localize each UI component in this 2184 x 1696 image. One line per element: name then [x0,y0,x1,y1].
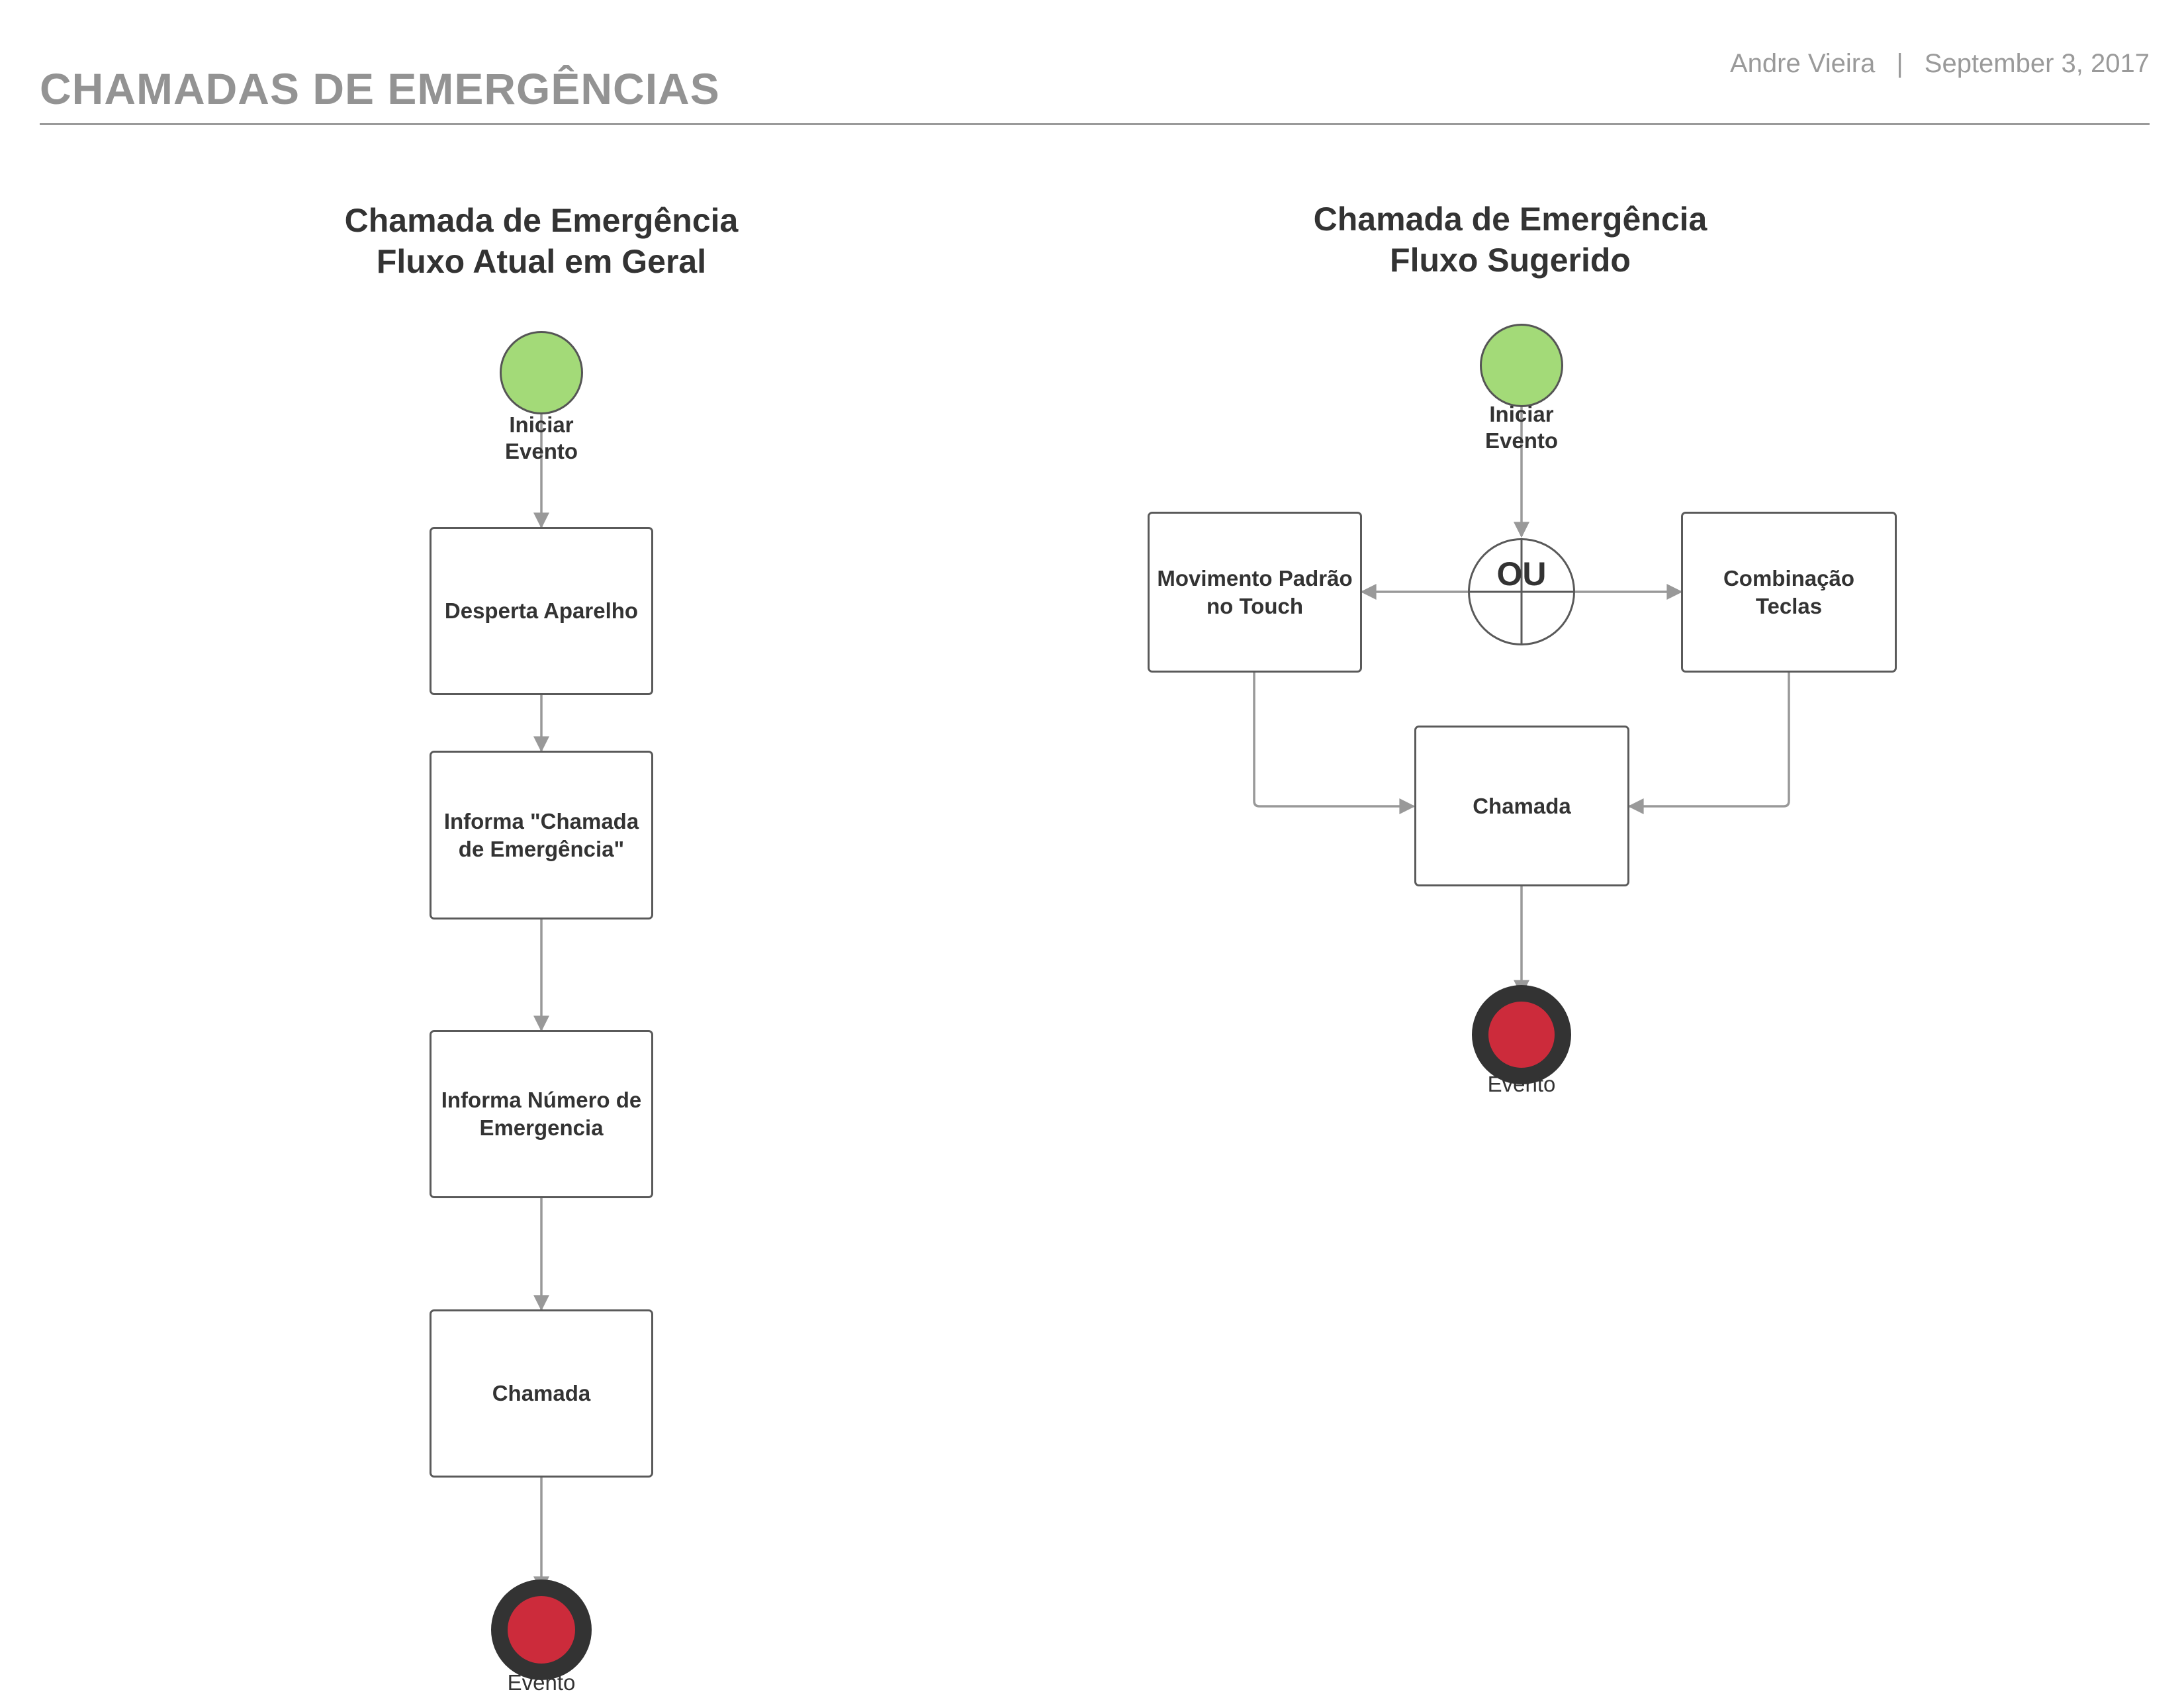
step-informa-chamada: Informa "Chamada de Emergência" [430,751,653,919]
right-title-line1: Chamada de Emergência [1313,201,1707,238]
step-chamada-left-label: Chamada [492,1381,591,1405]
or-gateway-crosshair [1467,538,1575,645]
option-movimento-padrao-label: Movimento Padrão no Touch [1157,565,1353,618]
right-end-event [1472,985,1571,1084]
document-date: September 3, 2017 [1924,49,2150,78]
option-combinacao-teclas: Combinação Teclas [1681,512,1897,673]
right-title-line2: Fluxo Sugerido [1390,242,1631,279]
right-start-event-label: Iniciar Evento [1422,401,1621,454]
step-chamada-right: Chamada [1414,726,1629,886]
left-start-event [500,331,583,414]
right-diagram-title: Chamada de Emergência Fluxo Sugerido [1179,199,1841,281]
or-gateway-label: OU [1496,555,1547,592]
left-start-event-label: Iniciar Evento [442,412,641,465]
left-start-label-line2: Evento [504,439,578,463]
connector-combinacao-to-chamada [1627,673,1790,814]
right-end-event-label: Evento [1487,1072,1556,1096]
step-chamada-left: Chamada [430,1309,653,1478]
right-start-label-line2: Evento [1484,428,1559,453]
step-chamada-right-label: Chamada [1473,793,1571,818]
step-informa-numero-label: Informa Número de Emergencia [441,1088,642,1140]
left-end-event-label: Evento [507,1670,576,1695]
right-start-event [1480,324,1563,407]
author-name: Andre Vieira [1729,49,1876,78]
left-title-line2: Fluxo Atual em Geral [376,243,707,280]
document-title: CHAMADAS DE EMERGÊNCIAS [40,64,720,113]
connector-movimento-to-chamada [1253,673,1416,814]
step-desperta-aparelho-label: Desperta Aparelho [444,598,639,623]
right-start-label-line1: Iniciar [1489,402,1554,426]
step-informa-chamada-label: Informa "Chamada de Emergência" [443,808,639,861]
header-divider [40,123,2150,125]
step-informa-numero: Informa Número de Emergencia [430,1030,653,1198]
left-start-label-line1: Iniciar [509,412,574,437]
option-movimento-padrao: Movimento Padrão no Touch [1148,512,1362,673]
left-title-line1: Chamada de Emergência [344,202,739,239]
document-meta: Andre Vieira | September 3, 2017 [1730,49,2150,79]
option-combinacao-teclas-label: Combinação Teclas [1723,565,1855,618]
left-diagram-title: Chamada de Emergência Fluxo Atual em Ger… [210,200,872,282]
meta-separator: | [1896,49,1903,78]
left-end-event [491,1579,592,1680]
or-gateway [1467,538,1575,645]
step-desperta-aparelho: Desperta Aparelho [430,527,653,695]
